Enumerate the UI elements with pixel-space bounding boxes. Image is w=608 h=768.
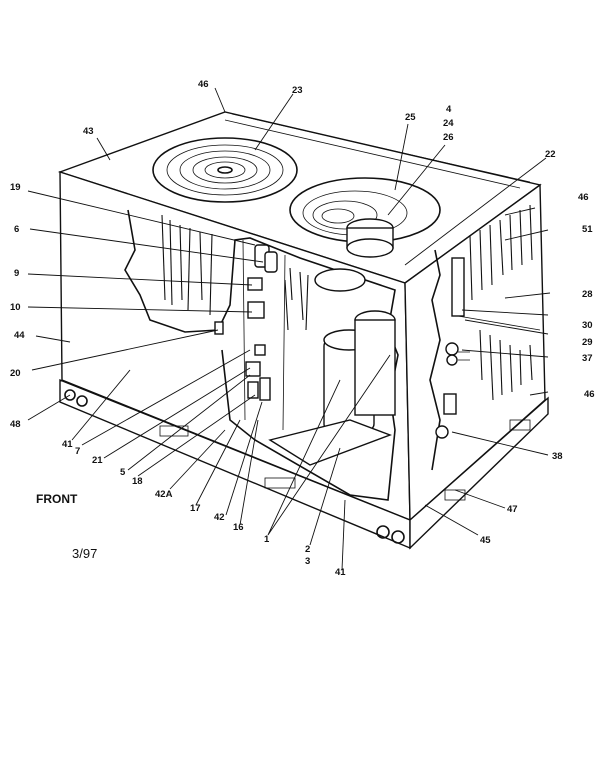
callout-46-top: 46	[198, 79, 209, 90]
callout-9: 9	[14, 268, 19, 279]
callout-30: 30	[582, 320, 593, 331]
callout-47: 47	[507, 504, 518, 515]
fan-motor	[314, 218, 394, 292]
base-rail-side	[409, 396, 549, 550]
callout-26: 26	[443, 132, 454, 143]
callout-labels: 46 23 4 24 26 25 43 22 46 19 51 6 9 28 1…	[10, 79, 595, 578]
callout-19: 19	[10, 182, 21, 193]
callout-29: 29	[582, 337, 593, 348]
callout-6: 6	[14, 224, 19, 235]
callout-38: 38	[552, 451, 563, 462]
callout-44: 44	[14, 330, 25, 341]
callout-51: 51	[582, 224, 593, 235]
callout-28: 28	[582, 289, 593, 300]
callout-42: 42	[214, 512, 225, 523]
service-valves	[435, 257, 541, 439]
callout-37: 37	[582, 353, 593, 364]
callout-43: 43	[83, 126, 94, 137]
date-code: 3/97	[72, 546, 97, 561]
callout-24: 24	[443, 118, 454, 129]
callout-25: 25	[405, 112, 416, 123]
callout-3: 3	[305, 556, 310, 567]
side-coil-hatching	[469, 204, 533, 401]
callout-16: 16	[233, 522, 244, 533]
top-rim	[224, 113, 531, 189]
compressor-base	[268, 419, 392, 466]
callout-4: 4	[446, 104, 452, 115]
callout-17: 17	[190, 503, 201, 514]
front-label: FRONT	[36, 492, 78, 506]
front-cutaway	[124, 209, 399, 501]
callout-20: 20	[10, 368, 21, 379]
callout-48: 48	[10, 419, 21, 430]
callout-2: 2	[305, 544, 310, 555]
callout-46-right: 46	[578, 192, 589, 203]
fan-grille	[152, 137, 298, 203]
callout-41-left: 41	[62, 439, 73, 450]
compressor	[323, 310, 396, 431]
callout-1: 1	[264, 534, 270, 545]
callout-18: 18	[132, 476, 143, 487]
callout-7: 7	[75, 446, 80, 457]
front-interior-hatching	[161, 214, 309, 331]
base-feet	[64, 389, 531, 544]
callout-45: 45	[480, 535, 491, 546]
callout-5: 5	[120, 467, 126, 478]
leader-lines	[27, 87, 551, 571]
callout-22: 22	[545, 149, 556, 160]
callout-21: 21	[92, 455, 103, 466]
callout-41-bottom: 41	[335, 567, 346, 578]
control-components	[214, 239, 286, 431]
side-cutaway	[429, 249, 441, 471]
callout-42A: 42A	[155, 489, 173, 500]
callout-46-side: 46	[584, 389, 595, 400]
callout-10: 10	[10, 302, 21, 313]
callout-23: 23	[292, 85, 303, 96]
